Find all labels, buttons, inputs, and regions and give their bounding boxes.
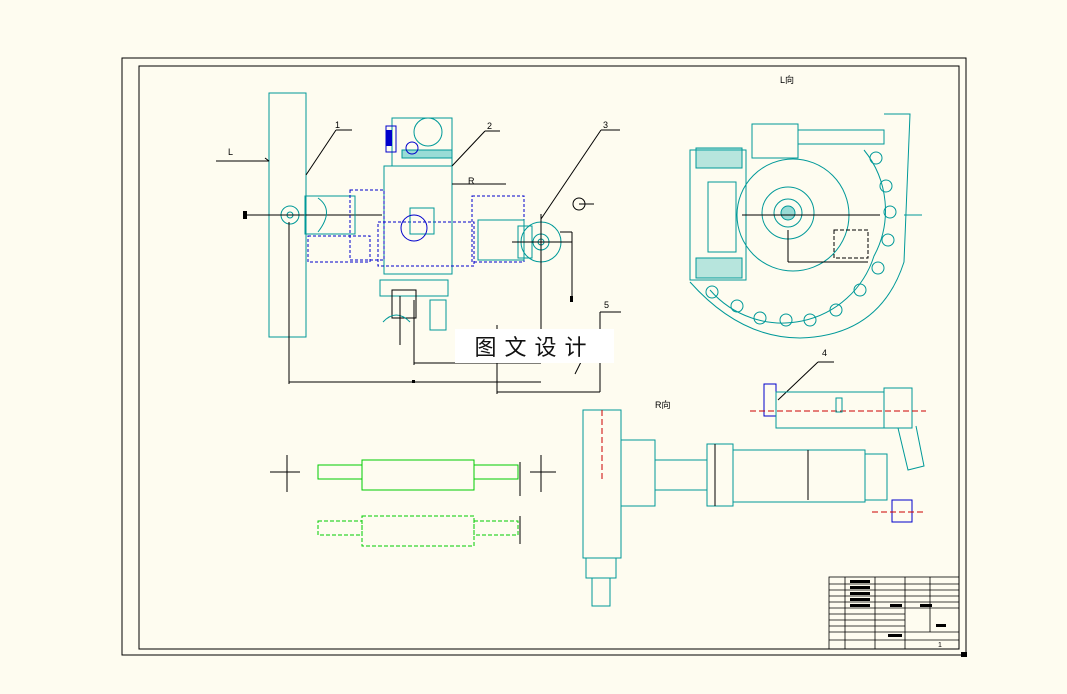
balloon-2: 2 <box>487 121 492 131</box>
watermark-label: 图文设计 <box>455 329 614 363</box>
r-view-label: R向 <box>655 399 671 410</box>
balloon-4: 4 <box>822 348 827 358</box>
dim-label-l: L <box>228 147 233 157</box>
outer-frame <box>121 57 967 656</box>
flange-bolts <box>705 151 897 327</box>
balloon-3: 3 <box>603 120 608 130</box>
sheet-number: 1 <box>938 642 942 649</box>
balloon-1: 1 <box>335 120 340 130</box>
r-view <box>582 409 926 607</box>
roller-views <box>270 455 556 547</box>
inner-frame <box>138 65 960 650</box>
balloon-5: 5 <box>604 300 609 310</box>
l-view-label: L向 <box>780 74 794 85</box>
title-block <box>828 576 960 650</box>
part-4-assembly <box>750 361 926 471</box>
l-view <box>689 113 922 339</box>
dim-label-r: R <box>468 176 475 186</box>
frame-corner-mark <box>961 652 967 657</box>
